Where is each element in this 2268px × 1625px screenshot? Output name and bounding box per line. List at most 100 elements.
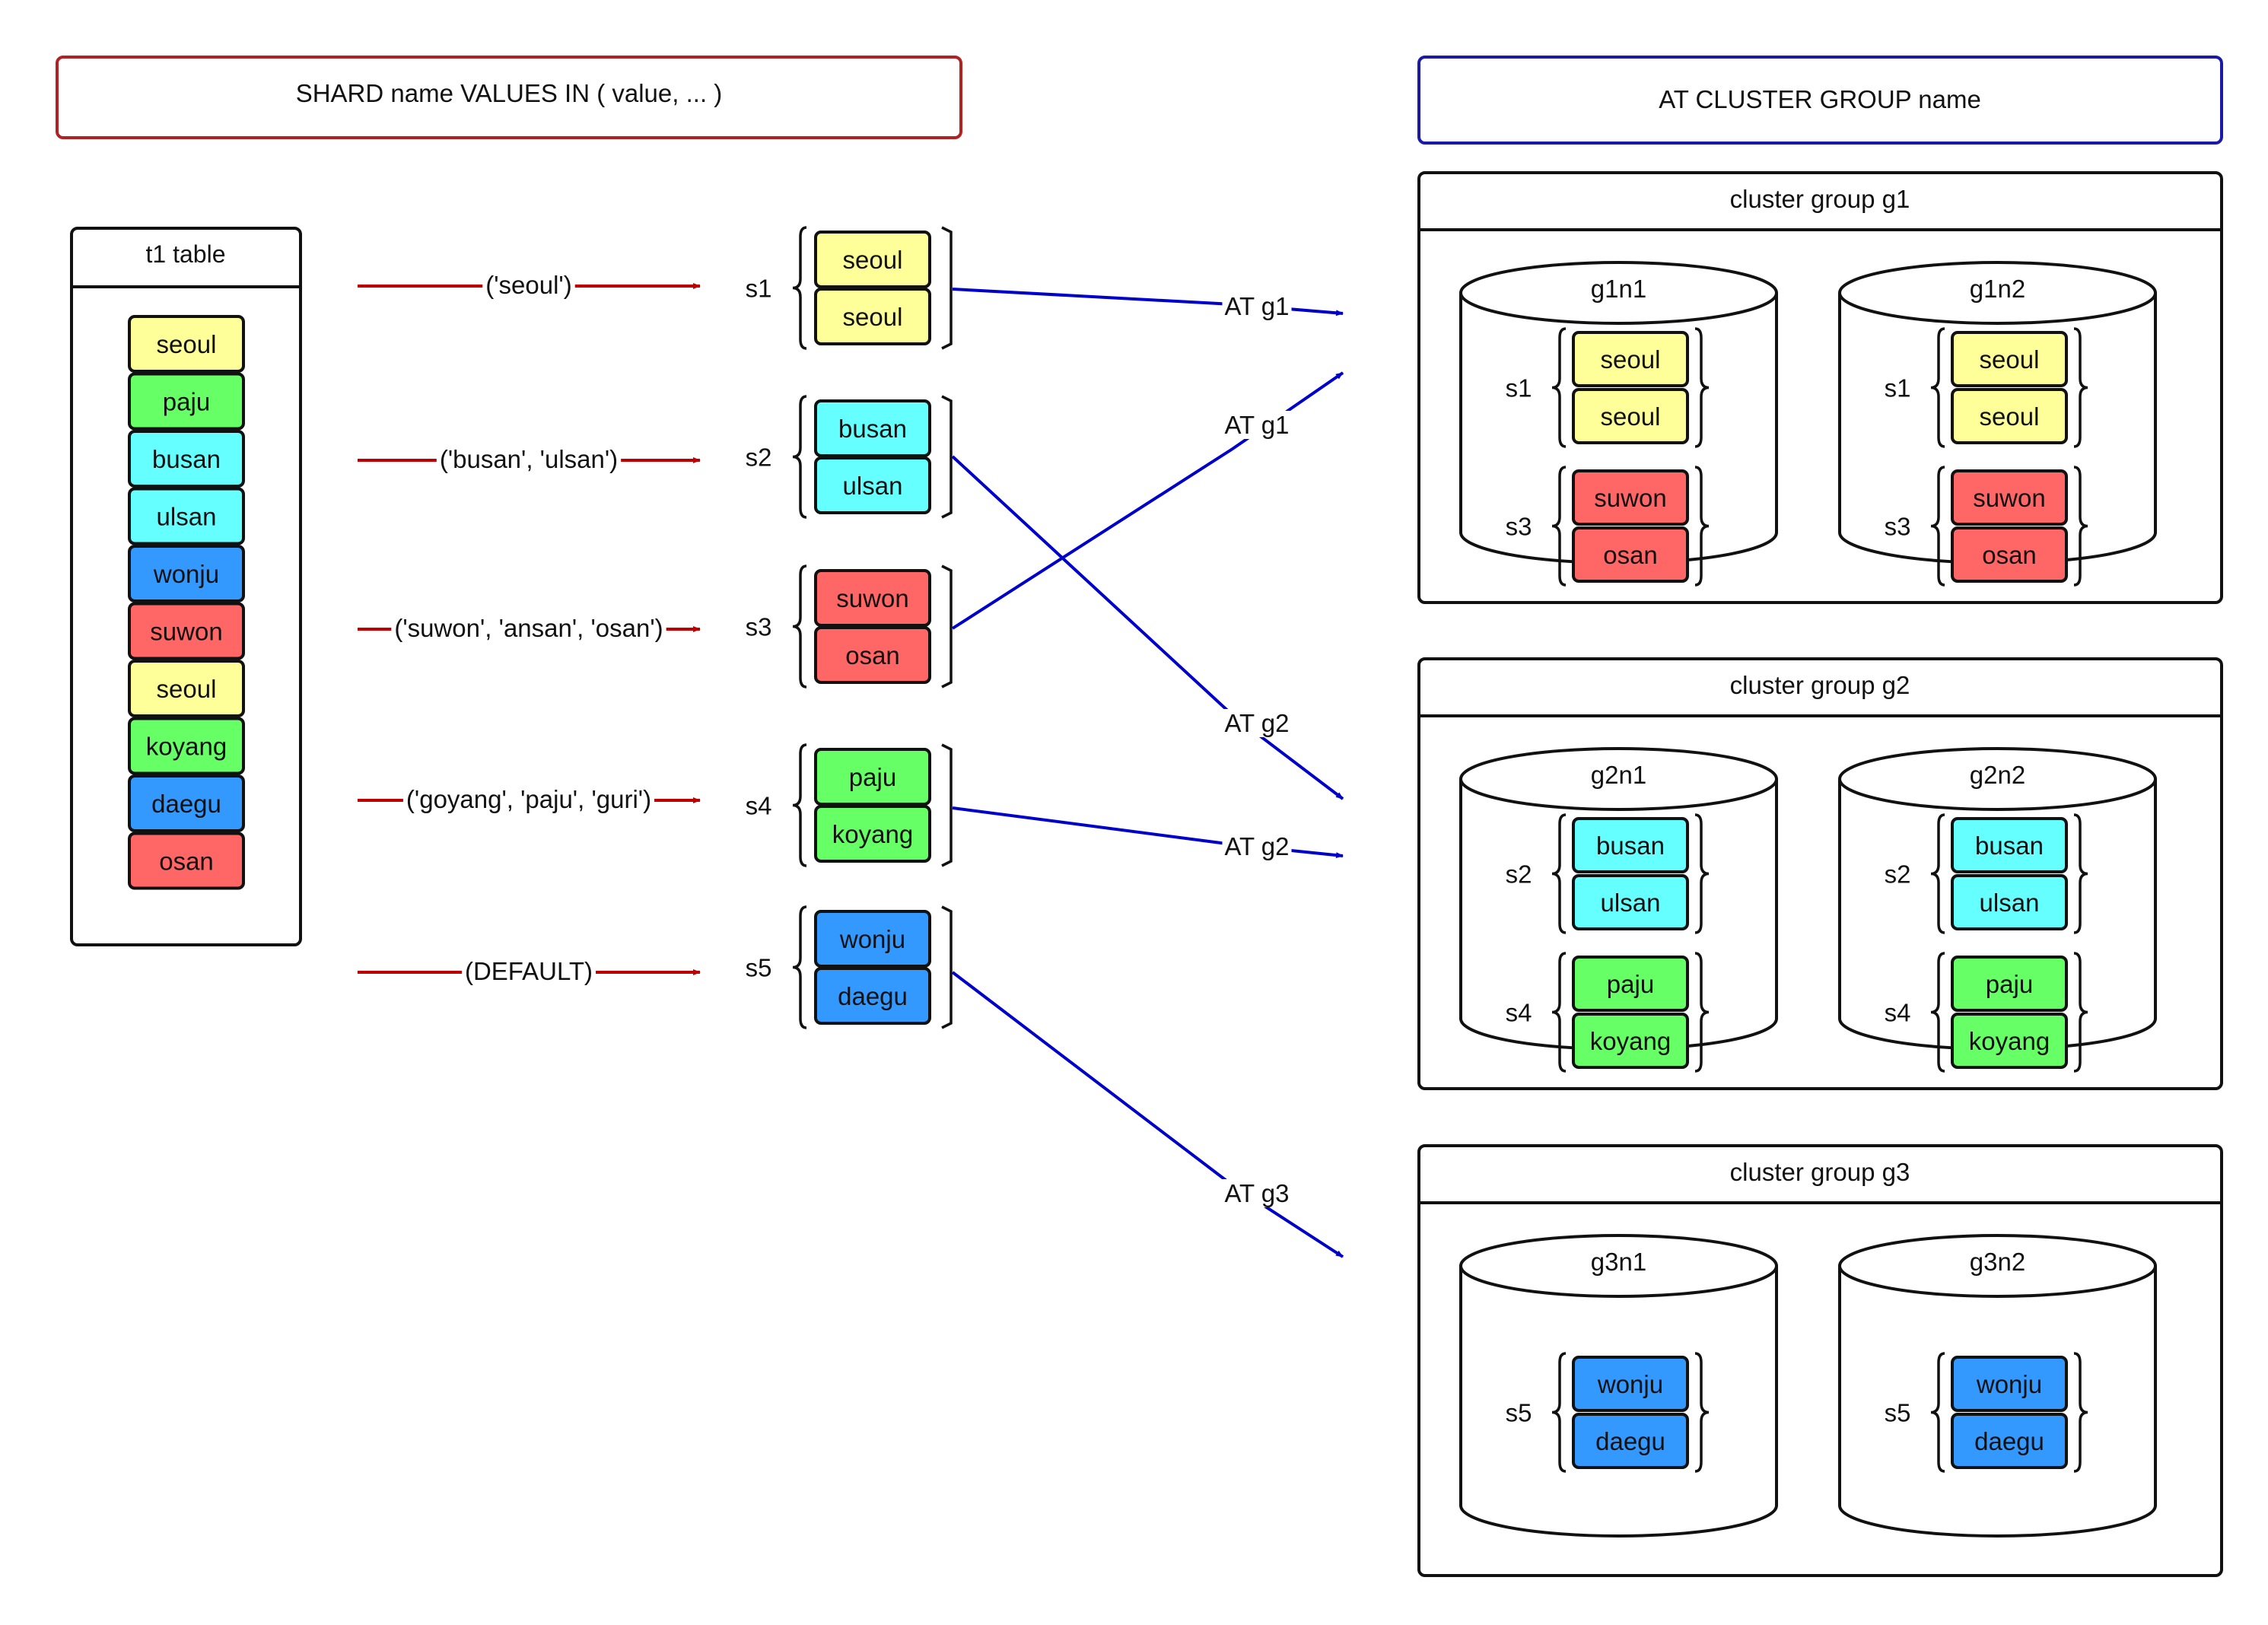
- node-shard-close-brace: [2073, 466, 2088, 587]
- shard-item-text: koyang: [832, 820, 913, 848]
- node-shard-item-box: [1572, 817, 1689, 873]
- at-arrow-line: [951, 971, 1344, 1258]
- node-shard-open-brace: [1551, 327, 1567, 448]
- shard-close-bracket: [941, 564, 953, 688]
- shard-item-text: wonju: [839, 925, 905, 953]
- at-label-bg: [1222, 709, 1292, 737]
- node-shard-open-brace: [1930, 466, 1945, 587]
- node-shard-item-box: [1572, 1013, 1689, 1069]
- node-name: g3n2: [1970, 1248, 2025, 1276]
- shard-item-box: [814, 805, 931, 863]
- table-cell-text: busan: [152, 445, 221, 473]
- shard-item-box: [814, 569, 931, 627]
- table-row: busan: [128, 430, 245, 488]
- node-cylinder-top: [1838, 261, 2157, 325]
- shard-item-text: daegu: [838, 982, 908, 1010]
- node-shard-item-text: daegu: [1974, 1427, 2044, 1455]
- t1-table: t1 table seoulpajubusanulsanwonjusuwonse…: [70, 227, 302, 946]
- node-shard-close-brace: [2073, 813, 2088, 934]
- node-shard-open-brace: [1930, 327, 1945, 448]
- node-shard-item-text: seoul: [1980, 345, 2040, 374]
- at-label: AT g1: [1225, 292, 1290, 320]
- at-arrow-s2: AT g2: [951, 455, 1344, 800]
- shard-close-bracket: [941, 743, 953, 867]
- t1-table-rows: seoulpajubusanulsanwonjusuwonseoulkoyang…: [128, 315, 245, 890]
- node-shard-close-brace: [2073, 327, 2088, 448]
- cluster-group-title: cluster group g2: [1730, 671, 1910, 699]
- shard-open-brace: [792, 226, 807, 350]
- node-shard-item-text: osan: [1603, 541, 1658, 569]
- node-shard-item-text: busan: [1596, 832, 1665, 860]
- table-cell-text: paju: [163, 388, 210, 416]
- node-shard-item-box: [1572, 874, 1689, 930]
- table-cell-box: [128, 717, 245, 775]
- shard-label: s1: [746, 275, 772, 303]
- values-label: ('seoul'): [485, 271, 571, 299]
- shard-syntax-text: SHARD name VALUES IN ( value, ... ): [296, 79, 723, 107]
- shard-item-text: busan: [838, 415, 907, 443]
- cluster-group-2: cluster group g2 g2n1busanulsans2pajukoya…: [1417, 657, 2223, 1090]
- node-cylinder-top: [1459, 261, 1778, 325]
- node-shard-item-box: [1951, 469, 2068, 526]
- node-shard-item-box: [1572, 331, 1689, 387]
- table-cell-box: [128, 315, 245, 373]
- node-shard-item-text: paju: [1986, 970, 2033, 998]
- at-label-bg: [1222, 292, 1292, 320]
- shard-item-box: [814, 626, 931, 684]
- table-row: koyang: [128, 717, 245, 775]
- node-shard-item-text: seoul: [1980, 402, 2040, 431]
- at-label-bg: [1222, 1179, 1292, 1207]
- values-arrow-s1: ('seoul'): [358, 271, 701, 299]
- at-arrow-s1: AT g1: [952, 288, 1344, 320]
- cluster-group-1: cluster group g1g1n1seoulseouls1suwonosa…: [1417, 171, 2223, 604]
- table-row: daegu: [128, 774, 245, 832]
- at-arrow-s5: AT g3: [951, 971, 1344, 1258]
- node-shard-item-text: suwon: [1973, 484, 2045, 512]
- node-shard-open-brace: [1930, 813, 1945, 934]
- table-cell-text: osan: [159, 847, 214, 876]
- values-arrow-s2: ('busan', 'ulsan'): [358, 445, 701, 473]
- node-shard-open-brace: [1551, 1352, 1567, 1473]
- node-shard-item-text: wonju: [1597, 1370, 1663, 1398]
- node-cylinder-top: [1459, 747, 1778, 811]
- node-shard-item-box: [1951, 331, 2068, 387]
- table-cell-box: [128, 774, 245, 832]
- table-row: wonju: [128, 545, 245, 603]
- values-label-bg: [436, 445, 622, 473]
- table-cell-text: suwon: [150, 618, 222, 646]
- values-label-bg: [461, 957, 596, 985]
- shard-item-text: ulsan: [843, 472, 903, 500]
- table-cell-box: [128, 372, 245, 431]
- node-cylinder-top: [1838, 1234, 2157, 1298]
- shard-item-box: [814, 967, 931, 1025]
- table-cell-text: ulsan: [157, 503, 217, 531]
- at-label-bg: [1222, 411, 1292, 439]
- node-shard-item-text: paju: [1607, 970, 1654, 998]
- node-shard-item-text: wonju: [1976, 1370, 2042, 1398]
- at-label: AT g2: [1225, 832, 1290, 860]
- shard-open-brace: [792, 905, 807, 1029]
- node-shard-close-brace: [1694, 466, 1710, 587]
- at-arrow-s4: AT g2: [952, 806, 1344, 860]
- node-shard-item-box: [1951, 526, 2068, 583]
- shard-item-text: seoul: [843, 246, 903, 274]
- table-cell-text: wonju: [153, 560, 219, 588]
- shard-item-text: osan: [845, 641, 900, 669]
- node-shard-close-brace: [1694, 327, 1710, 448]
- node-shard-open-brace: [1551, 813, 1567, 934]
- node-shard-item-text: osan: [1982, 541, 2037, 569]
